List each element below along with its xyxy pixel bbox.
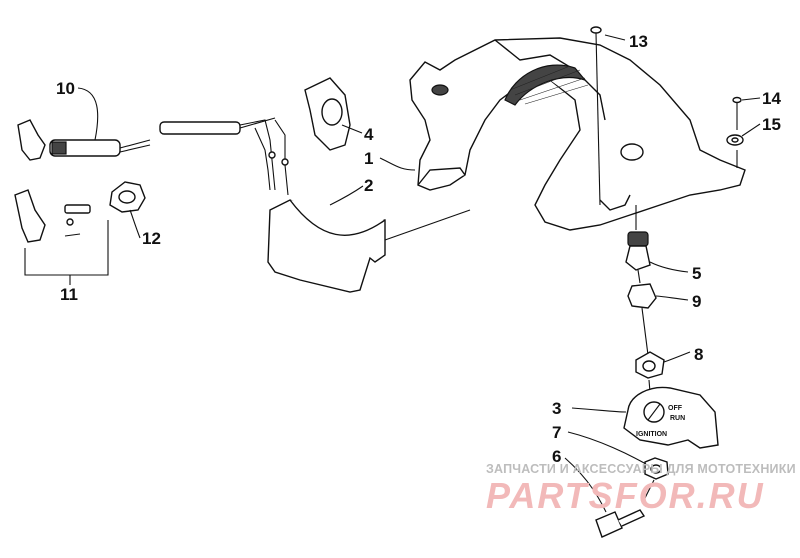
watermark-caption: ЗАПЧАСТИ И АКСЕССУАРЫ ДЛЯ МОТОТЕХНИКИ — [486, 462, 796, 476]
switch-nut-part — [644, 457, 669, 480]
callout-15: 15 — [762, 115, 781, 134]
screw-part — [590, 26, 602, 206]
callout-6: 6 — [552, 447, 561, 466]
callout-12: 12 — [142, 229, 161, 248]
lever-kit-part — [14, 189, 109, 285]
callout-2: 2 — [364, 176, 373, 195]
bushing-part — [627, 283, 657, 356]
callout-1: 1 — [364, 149, 373, 168]
callout-8: 8 — [694, 345, 703, 364]
callout-3: 3 — [552, 399, 561, 418]
callout-5: 5 — [692, 264, 701, 283]
ignition-switch-part — [625, 205, 651, 284]
handlebar-housing-part — [409, 37, 746, 231]
callout-13: 13 — [629, 32, 648, 51]
callout-7: 7 — [552, 423, 561, 442]
switch-ignition-label: IGNITION — [636, 431, 667, 438]
small-screw-part — [732, 96, 742, 168]
callout-14: 14 — [762, 89, 781, 108]
watermark-logo-text: PARTSFOR.RU — [486, 475, 765, 516]
callout-10: 10 — [56, 79, 75, 98]
lock-washer-part — [635, 351, 665, 393]
washer-part — [726, 134, 744, 146]
leader-lines — [77, 34, 761, 513]
ignition-key-part — [595, 479, 655, 538]
callout-numbers: 10 13 14 15 4 1 2 12 11 5 9 8 3 7 6 — [56, 32, 781, 466]
callout-11: 11 — [60, 285, 78, 304]
lower-cover-part — [267, 199, 471, 293]
switch-plate-part: OFF RUN IGNITION — [623, 386, 719, 449]
switch-run-label: RUN — [670, 415, 685, 422]
watermark-logo: PARTSFOR.RU — [486, 475, 765, 516]
switch-off-label: OFF — [668, 405, 683, 412]
gasket-part — [304, 77, 351, 151]
throttle-lever-part — [17, 117, 289, 196]
nut-part — [109, 181, 146, 213]
callout-9: 9 — [692, 292, 701, 311]
callout-4: 4 — [364, 125, 374, 144]
